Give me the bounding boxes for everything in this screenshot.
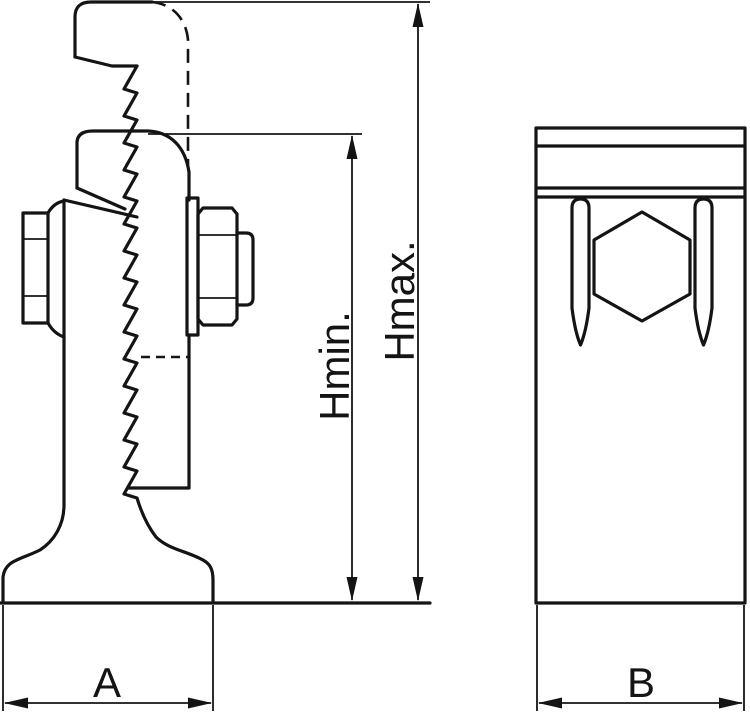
hex-bolt-head [21, 199, 66, 339]
clamp-bracket-jaw [75, 186, 127, 211]
dimension-b: B [538, 659, 743, 709]
hex-nut-assembly [185, 196, 255, 337]
bolt-tip [235, 231, 255, 307]
phantom-raised-jaw [73, 55, 139, 68]
side-view-body [534, 126, 747, 605]
arrow-left-a [4, 697, 28, 709]
label-hmin: Hmin. [311, 311, 358, 421]
body-left-edge-and-foot [1, 198, 66, 603]
arrow-right-a [188, 697, 212, 709]
serrated-rack [122, 64, 215, 603]
arrow-down-hmin [346, 577, 358, 601]
label-hmax: Hmax. [376, 240, 423, 361]
bolt-boss-fillet-top [46, 199, 66, 215]
washer-plate [185, 196, 200, 337]
phantom-raised-edge [151, 0, 190, 168]
dimension-a: A [4, 659, 212, 709]
clamp-body-edge [62, 198, 139, 219]
front-view [0, 0, 432, 605]
dimension-hmax: Hmax. [376, 3, 424, 601]
arrow-up-hmax [412, 3, 424, 27]
clamp-body-right-edge [126, 333, 191, 490]
label-b: B [627, 659, 655, 706]
phantom-raised-position [73, 0, 154, 59]
bolt-head-outline [21, 211, 50, 325]
hex-bolt-front [592, 210, 692, 323]
arrow-down-hmax [412, 577, 424, 601]
arrow-right-b [719, 697, 743, 709]
hex-nut-outline [196, 206, 239, 327]
slot-right [693, 197, 714, 347]
dimension-hmin: Hmin. [311, 135, 358, 601]
clamp-bracket-outline [75, 129, 191, 202]
arrow-up-hmin [346, 135, 358, 159]
side-view [534, 126, 747, 605]
slot-left [570, 197, 591, 347]
bolt-boss-fillet-bottom [46, 321, 66, 339]
arrow-left-b [538, 697, 562, 709]
label-a: A [93, 659, 121, 706]
